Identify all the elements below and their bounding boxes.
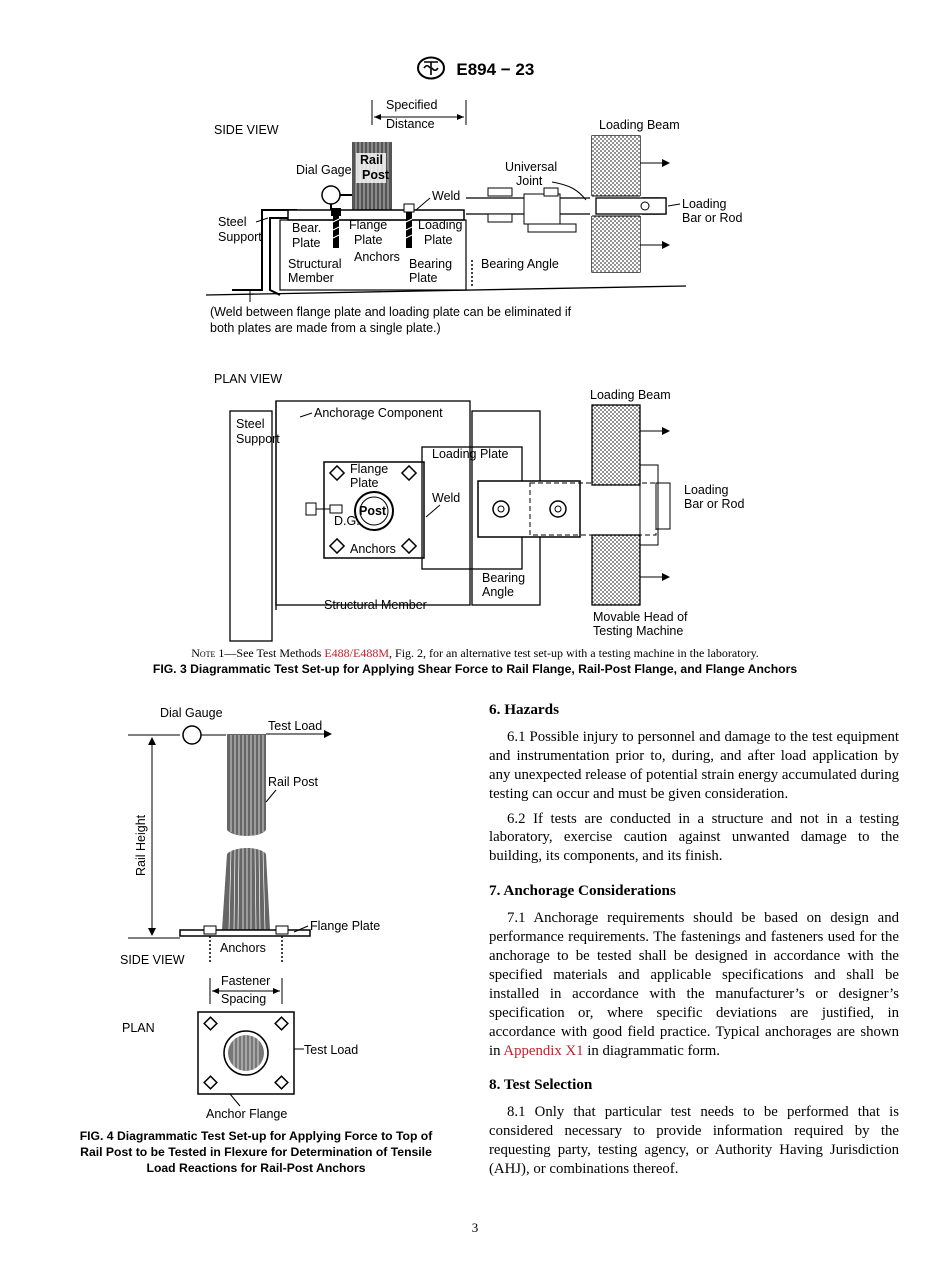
label-loading-plate: Plate bbox=[424, 233, 453, 247]
plan-label-testing-machine: Testing Machine bbox=[593, 624, 683, 638]
label-anchors: Anchors bbox=[354, 250, 400, 264]
fig4-flange-plate: Flange Plate bbox=[310, 919, 380, 933]
appendix-x1-link[interactable]: Appendix X1 bbox=[503, 1042, 584, 1059]
label-bearing: Bearing bbox=[409, 257, 452, 271]
designation: E894 − 23 bbox=[456, 59, 535, 79]
label-bear: Bear. bbox=[292, 221, 321, 235]
label-loading-bar: Loading bbox=[682, 197, 727, 211]
label-weld: Weld bbox=[432, 189, 460, 203]
plan-label-structural-member: Structural Member bbox=[324, 598, 427, 612]
label-distance: Distance bbox=[386, 117, 435, 131]
plan-label-post: Post bbox=[359, 504, 387, 518]
plan-label-weld: Weld bbox=[432, 491, 460, 505]
label-loading: Loading bbox=[418, 218, 463, 232]
fig4-spacing: Spacing bbox=[221, 992, 266, 1006]
label-bearing-angle: Bearing Angle bbox=[481, 257, 559, 271]
plan-label-bar-or-rod: Bar or Rod bbox=[684, 497, 744, 511]
note-post: , Fig. 2, for an alternative test set-up… bbox=[389, 646, 759, 660]
side-view-title: SIDE VIEW bbox=[214, 123, 279, 137]
plan-label-loading-beam: Loading Beam bbox=[590, 388, 671, 402]
fig4-test-load: Test Load bbox=[268, 719, 322, 733]
page-header: E894 − 23 bbox=[0, 56, 950, 85]
plan-view-title: PLAN VIEW bbox=[214, 372, 282, 386]
label-joint: Joint bbox=[516, 174, 543, 188]
label-flange-plate: Plate bbox=[354, 233, 383, 247]
para-8-1: 8.1 Only that particular test needs to b… bbox=[489, 1104, 899, 1178]
plan-label-flange-plate: Plate bbox=[350, 476, 379, 490]
para-7-1: 7.1 Anchorage requirements should be bas… bbox=[489, 909, 899, 1060]
label-universal: Universal bbox=[505, 160, 557, 174]
plan-label-flange: Flange bbox=[350, 462, 388, 476]
weld-note-line-2: both plates are made from a single plate… bbox=[210, 321, 441, 335]
fig4-plan: PLAN bbox=[122, 1021, 155, 1035]
label-bearing-plate: Plate bbox=[409, 271, 438, 285]
label-dial-gage: Dial Gage bbox=[296, 163, 352, 177]
page-number: 3 bbox=[471, 1220, 479, 1235]
plan-label-movable-head: Movable Head of bbox=[593, 610, 688, 624]
fig4-diagram: Dial Gauge Test Load Rail Post Rail Heig… bbox=[120, 706, 380, 1121]
plan-label-angle: Angle bbox=[482, 585, 514, 599]
para-6-1: 6.1 Possible injury to personnel and dam… bbox=[489, 728, 899, 802]
section-8-title: 8. Test Selection bbox=[489, 1076, 593, 1094]
plan-label-loading-plate: Loading Plate bbox=[432, 447, 509, 461]
section-6-title: 6. Hazards bbox=[489, 701, 560, 718]
label-flange: Flange bbox=[349, 218, 387, 232]
label-steel: Steel bbox=[218, 215, 247, 229]
fig4-side-view: SIDE VIEW bbox=[120, 953, 185, 967]
plan-label-loading: Loading bbox=[684, 483, 729, 497]
plan-label-support: Support bbox=[236, 432, 280, 446]
plan-label-dg: D.G. bbox=[334, 514, 360, 528]
section-7-title: 7. Anchorage Considerations bbox=[489, 882, 676, 900]
note-link-e488[interactable]: E488/E488M bbox=[324, 646, 390, 660]
para-7-1-post: in diagrammatic form. bbox=[583, 1042, 720, 1059]
para-6-2: 6.2 If tests are conducted in a structur… bbox=[489, 810, 899, 865]
fig4-rail-height: Rail Height bbox=[134, 814, 148, 876]
fig4-caption-line-1: FIG. 4 Diagrammatic Test Set-up for Appl… bbox=[79, 1129, 433, 1143]
fig3-plan-view: PLAN VIEW Steel Support Anchorage Compon… bbox=[214, 372, 744, 642]
fig4-test-load-plan: Test Load bbox=[304, 1043, 358, 1057]
plan-label-bearing: Bearing bbox=[482, 571, 525, 585]
fig4-rail-post: Rail Post bbox=[268, 775, 319, 789]
label-structural: Structural bbox=[288, 257, 342, 271]
fig3-side-view: Specified Distance SIDE VIEW Rail Post D… bbox=[205, 98, 742, 335]
plan-label-anchorage: Anchorage Component bbox=[314, 406, 443, 420]
fig4-caption-line-2: Rail Post to be Tested in Flexure for De… bbox=[80, 1145, 432, 1159]
fig4-anchor-flange: Anchor Flange bbox=[206, 1107, 287, 1121]
label-loading-beam: Loading Beam bbox=[599, 118, 680, 132]
fig4-fastener: Fastener bbox=[221, 974, 270, 988]
para-7-1-pre: 7.1 Anchorage requirements should be bas… bbox=[489, 910, 899, 1059]
fig4-dial-gauge: Dial Gauge bbox=[160, 706, 223, 720]
label-post: Post bbox=[362, 168, 390, 182]
fig4-caption: FIG. 4 Diagrammatic Test Set-up for Appl… bbox=[58, 1128, 454, 1176]
weld-note-line-1: (Weld between flange plate and loading p… bbox=[210, 305, 572, 319]
label-rail: Rail bbox=[360, 153, 383, 167]
note-label: Note 1 bbox=[191, 646, 225, 660]
fig4-anchors: Anchors bbox=[220, 941, 266, 955]
label-specified: Specified bbox=[386, 98, 437, 112]
plan-label-anchors: Anchors bbox=[350, 542, 396, 556]
label-bear-plate: Plate bbox=[292, 236, 321, 250]
label-member: Member bbox=[288, 271, 334, 285]
label-support: Support bbox=[218, 230, 262, 244]
right-column: 6. Hazards 6.1 Possible injury to person… bbox=[489, 701, 899, 1185]
astm-logo bbox=[416, 56, 446, 85]
fig3-note: Note 1—See Test Methods E488/E488M, Fig.… bbox=[0, 646, 950, 661]
label-bar-or-rod: Bar or Rod bbox=[682, 211, 742, 225]
plan-label-steel: Steel bbox=[236, 417, 265, 431]
fig4-caption-line-3: Load Reactions for Rail-Post Anchors bbox=[146, 1161, 366, 1175]
note-pre: —See Test Methods bbox=[224, 646, 325, 660]
fig3-caption: FIG. 3 Diagrammatic Test Set-up for Appl… bbox=[152, 662, 798, 676]
